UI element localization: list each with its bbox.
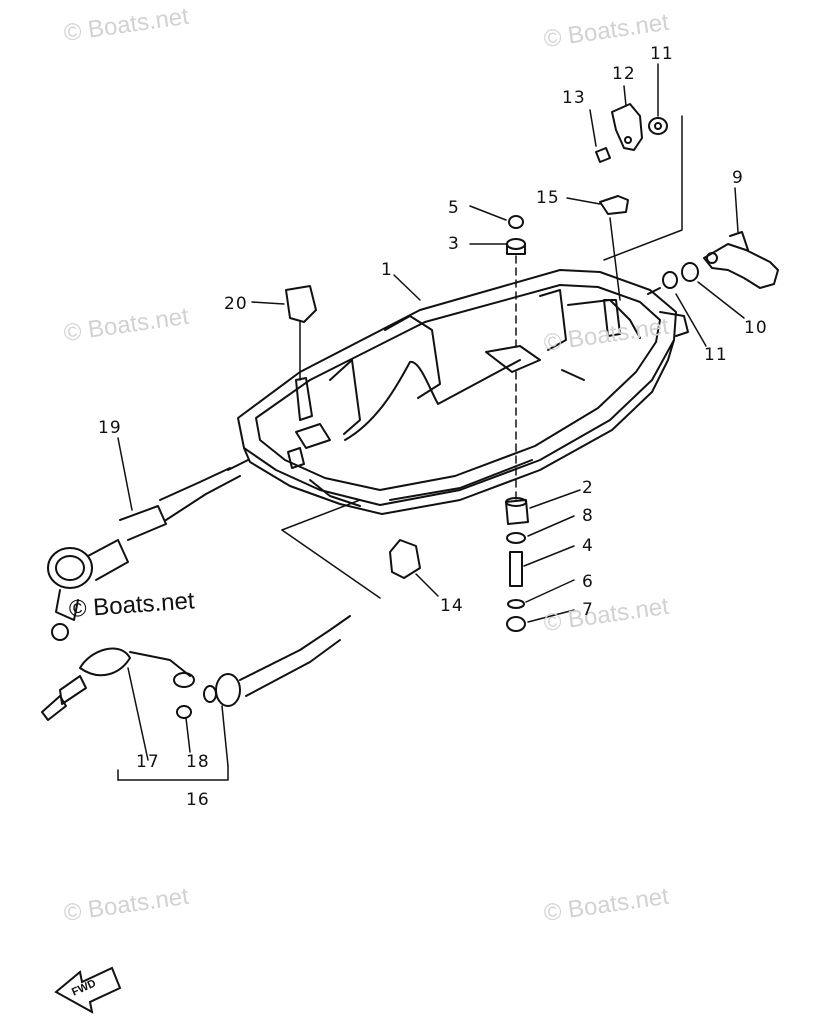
bottom-cowling xyxy=(237,269,689,515)
callout-5: 5 xyxy=(448,198,460,218)
bracket-assembly xyxy=(647,231,779,295)
mount-stack-bottom xyxy=(505,497,529,632)
callout-17: 17 xyxy=(136,752,160,772)
callout-16: 16 xyxy=(186,790,210,810)
callout-12: 12 xyxy=(612,64,636,84)
callout-8: 8 xyxy=(582,506,594,526)
callout-6: 6 xyxy=(582,572,594,592)
callout-19: 19 xyxy=(98,418,122,438)
fwd-label: FWD xyxy=(70,977,98,998)
switch-assembly-16 xyxy=(41,615,351,721)
callout-14: 14 xyxy=(440,596,464,616)
callout-4: 4 xyxy=(582,536,594,556)
callout-18: 18 xyxy=(186,752,210,772)
callout-15: 15 xyxy=(536,188,560,208)
callout-7: 7 xyxy=(582,600,594,620)
callout-1: 1 xyxy=(381,260,393,280)
fwd-label-svg: FWD xyxy=(70,977,98,998)
callout-2: 2 xyxy=(582,478,594,498)
top-parts xyxy=(595,103,668,215)
callout-11-right: 11 xyxy=(704,345,728,365)
fwd-arrow-icon xyxy=(54,966,122,1014)
callout-20: 20 xyxy=(224,294,248,314)
collar-stack-top xyxy=(506,215,526,255)
callout-13: 13 xyxy=(562,88,586,108)
grommet-14 xyxy=(389,539,421,579)
callout-3: 3 xyxy=(448,234,460,254)
leader-lines xyxy=(117,63,745,781)
callout-10: 10 xyxy=(744,318,768,338)
callout-9: 9 xyxy=(732,168,744,188)
switch-19 xyxy=(47,459,249,641)
grommet-20 xyxy=(285,285,317,323)
callout-11-top: 11 xyxy=(650,44,674,64)
